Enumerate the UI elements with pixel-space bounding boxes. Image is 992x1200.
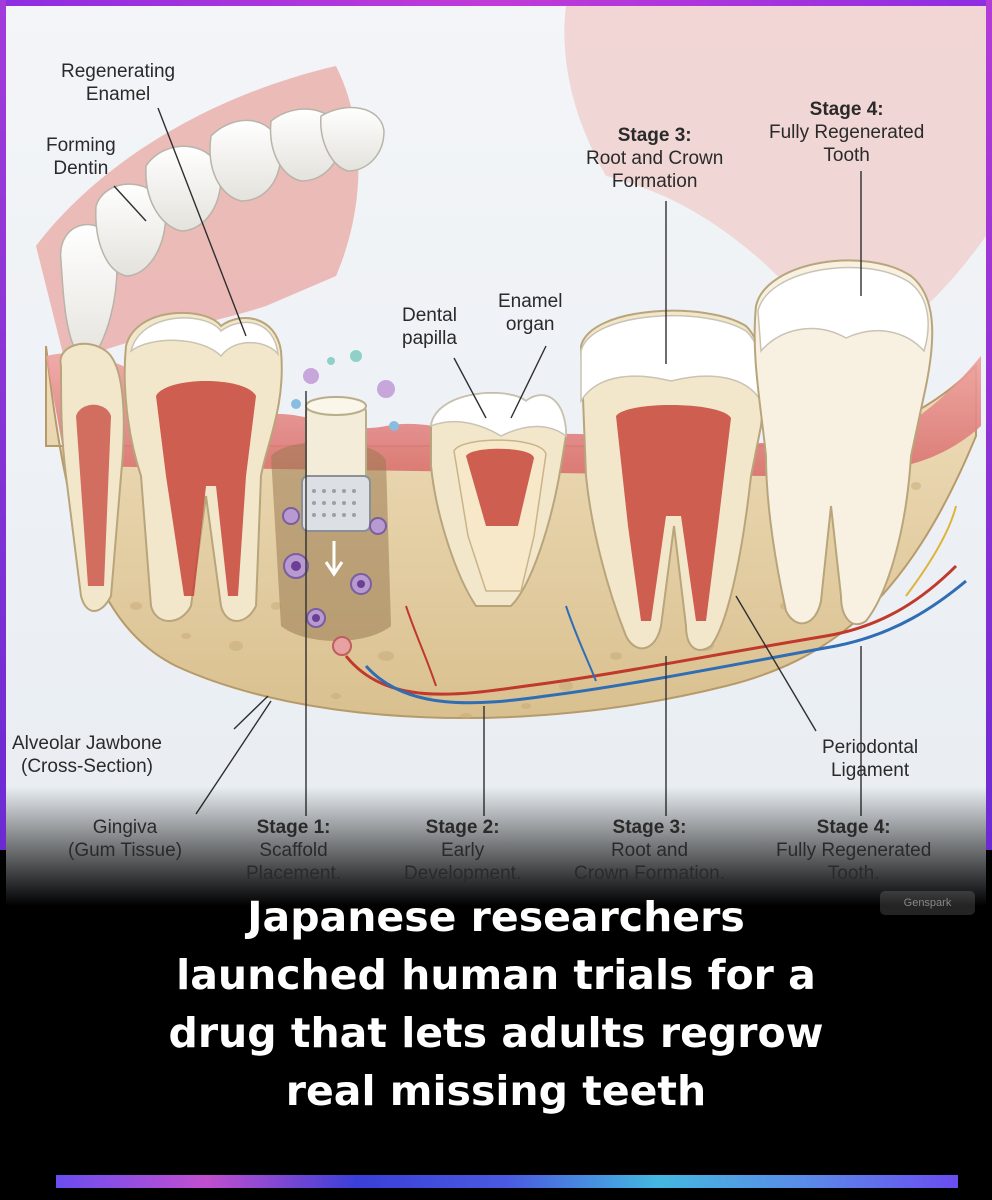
label-alveolar-jawbone: Alveolar Jawbone (Cross-Section) [12, 733, 162, 777]
label-stage4: Stage 4: Fully Regenerated Tooth. [776, 817, 932, 884]
frame-border-top [0, 0, 992, 6]
bar-segment [56, 1175, 207, 1188]
label-stage3: Stage 3: Root and Crown Formation. [574, 817, 725, 884]
label-stage3-top: Stage 3: Root and Crown Formation [586, 125, 724, 192]
label-forming-dentin: Forming Dentin [46, 135, 116, 179]
label-regenerating-enamel: Regenerating Enamel [61, 61, 176, 105]
cell-icons [282, 350, 399, 656]
tooth-regeneration-illustration: Regenerating Enamel Forming Dentin Stage… [6, 6, 986, 906]
headline-line: drug that lets adults regrow [168, 1009, 824, 1057]
back-teeth [59, 106, 385, 368]
label-periodontal-ligament: Periodontal Ligament [822, 737, 919, 781]
gradient-bar [56, 1175, 958, 1188]
bar-segment [657, 1175, 808, 1188]
tooth-stage4 [753, 259, 934, 626]
headline: Japanese researchers launched human tria… [40, 888, 952, 1120]
bar-segment [506, 1175, 658, 1188]
headline-line: real missing teeth [285, 1067, 707, 1115]
label-gingiva: Gingiva (Gum Tissue) [68, 817, 183, 861]
label-enamel-organ: Enamel organ [498, 291, 563, 335]
tooth-stage3 [579, 309, 765, 651]
bar-segment [206, 1175, 357, 1188]
label-stage1: Stage 1: Scaffold Placement. [246, 817, 342, 884]
premolar-left [59, 342, 125, 612]
bar-segment [356, 1175, 507, 1188]
tooth-stage2 [430, 392, 568, 607]
label-stage4-top: Stage 4: Fully Regenerated Tooth [769, 99, 925, 166]
blood-vessels [344, 505, 967, 705]
frame-border-left [0, 0, 6, 850]
molar-left [123, 311, 283, 622]
scaffold-icon [301, 396, 371, 577]
label-stage2: Stage 2: Early Development. [404, 817, 522, 884]
headline-line: launched human trials for a [176, 951, 816, 999]
bar-segment [807, 1175, 958, 1188]
headline-line: Japanese researchers [247, 893, 745, 941]
watermark-logo: Genspark [880, 891, 975, 915]
frame-border-right [986, 0, 992, 850]
label-dental-papilla: Dental papilla [402, 305, 457, 349]
